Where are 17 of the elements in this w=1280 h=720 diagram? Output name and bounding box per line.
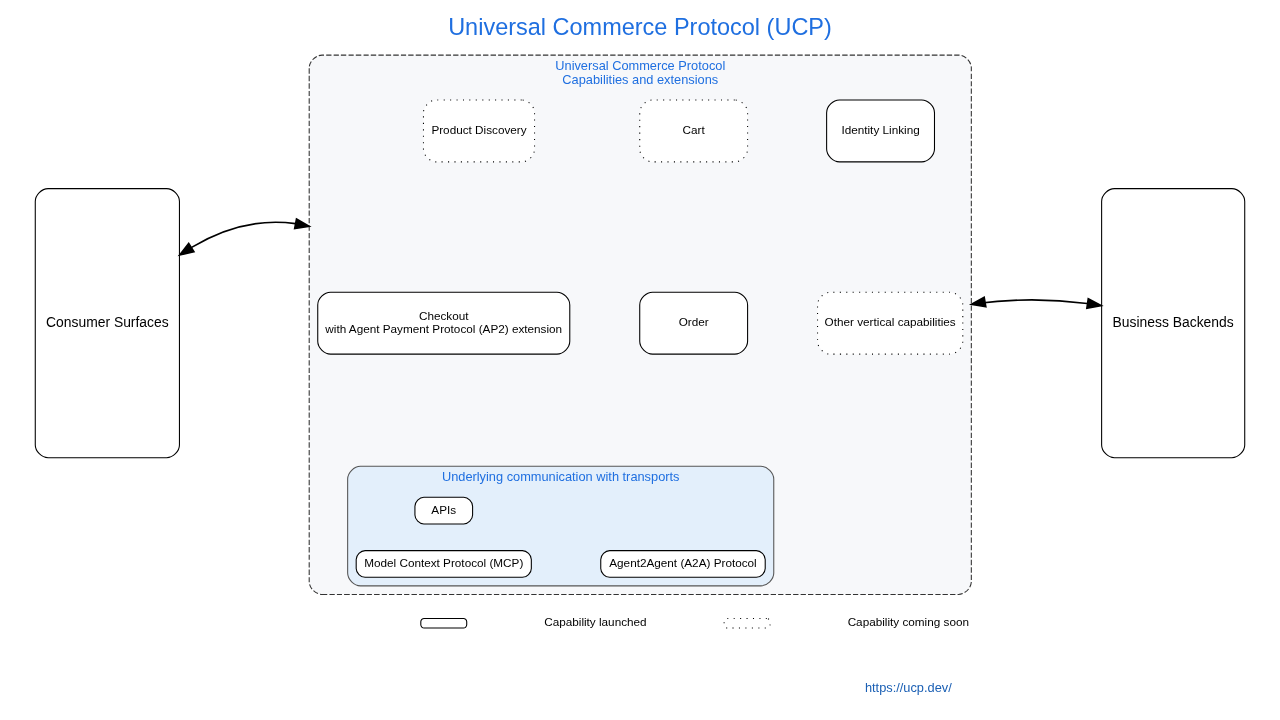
node-box: Cart bbox=[639, 99, 749, 163]
legend-label: Capability coming soon bbox=[847, 615, 969, 629]
arrow bbox=[968, 295, 1104, 310]
label: https://ucp.dev/ bbox=[864, 679, 952, 695]
node-box: APIs bbox=[414, 496, 474, 525]
node-box: Product Discovery bbox=[422, 99, 536, 163]
arrow bbox=[177, 217, 312, 257]
node-box: Identity Linking bbox=[826, 99, 936, 163]
node-box: Checkout with Agent Payment Protocol (AP2) extension bbox=[317, 291, 571, 355]
node-box: Business Backends bbox=[1101, 188, 1246, 459]
node-box: Model Context Protocol (MCP) bbox=[355, 550, 532, 578]
diagram-title: Universal Commerce Protocol (UCP) bbox=[448, 14, 832, 41]
node-box: Consumer Surfaces bbox=[34, 188, 180, 459]
node-box: Order bbox=[639, 291, 749, 355]
node-box: Other vertical capabilities bbox=[817, 291, 964, 355]
node-box: Agent2Agent (A2A) Protocol bbox=[600, 550, 766, 578]
legend-label: Capability launched bbox=[544, 615, 647, 629]
